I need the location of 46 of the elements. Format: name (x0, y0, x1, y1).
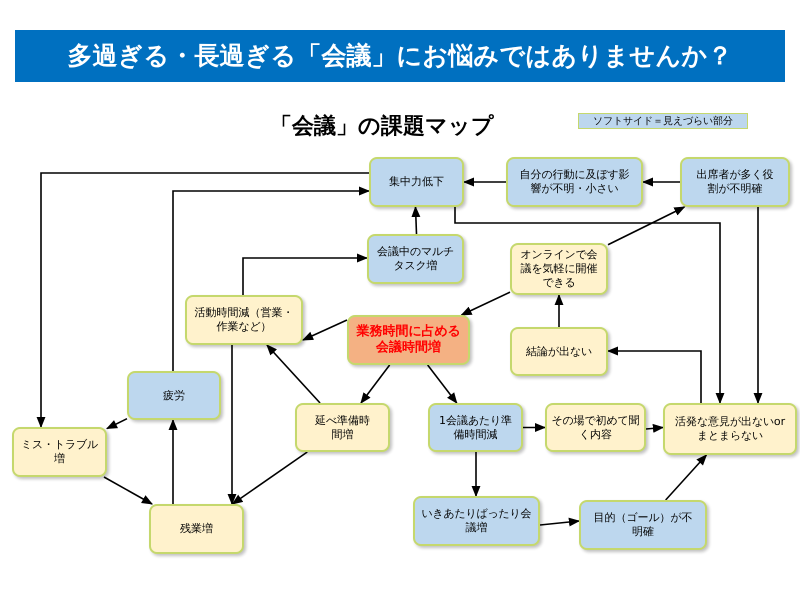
arrow (462, 178, 506, 186)
cause-box: 会議中のマルチタスク増 (367, 234, 464, 284)
arrow (523, 423, 546, 432)
arrow (665, 454, 708, 501)
arrow (172, 186, 370, 371)
arrow (360, 364, 390, 404)
arrow (242, 254, 368, 295)
cause-box: 疲労 (127, 371, 221, 420)
arrow (540, 518, 580, 526)
arrow (427, 364, 458, 404)
arrow (454, 207, 724, 404)
arrow (472, 452, 480, 498)
arrow (232, 451, 308, 505)
arrow (460, 291, 510, 316)
legend-swatch: ソフトサイド＝見えづらい部分 (578, 113, 748, 129)
arrow (168, 418, 178, 504)
cause-box: 残業増 (149, 504, 244, 554)
arrow (106, 418, 128, 430)
title-banner: 多過ぎる・長過ぎる「会議」にお悩みではありませんか？ (15, 30, 785, 82)
cause-box: 出席者が多く役割が不明確 (680, 157, 790, 207)
cause-box: 目的（ゴール）が不明確 (579, 500, 707, 550)
arrow (642, 178, 680, 186)
cause-box: オンラインで会議を気軽に開催できる (510, 243, 608, 295)
arrow (646, 424, 664, 433)
highlighted-box: 業務時間に占める会議時間増 (347, 315, 470, 365)
cause-box: 結論が出ない (510, 327, 608, 376)
cause-box: 延べ準備時間増 (295, 403, 390, 452)
arrow (554, 294, 564, 327)
arrow (754, 207, 762, 404)
arrow (411, 206, 420, 234)
arrow (266, 344, 321, 404)
arrow (606, 346, 702, 403)
arrow (36, 172, 369, 428)
cause-box: ミス・トラブル増 (12, 427, 107, 477)
cause-box: 活発な意見が出ないorまとまらない (663, 403, 797, 455)
cause-box: いきあたりばったり会議増 (413, 496, 540, 546)
arrow (302, 319, 348, 341)
arrow (104, 476, 153, 505)
map-heading: 「会議」の課題マップ (270, 113, 494, 141)
cause-box: 活動時間減（営業・作業など） (185, 295, 303, 345)
cause-box: 自分の行動に及ぼす影響が不明・小さい (506, 157, 643, 207)
cause-box: 1会議あたり準備時間減 (428, 403, 523, 452)
cause-box: 集中力低下 (369, 157, 464, 207)
arrow (228, 345, 236, 506)
cause-box: その場で初めて聞く内容 (545, 403, 646, 452)
arrow (608, 206, 686, 246)
